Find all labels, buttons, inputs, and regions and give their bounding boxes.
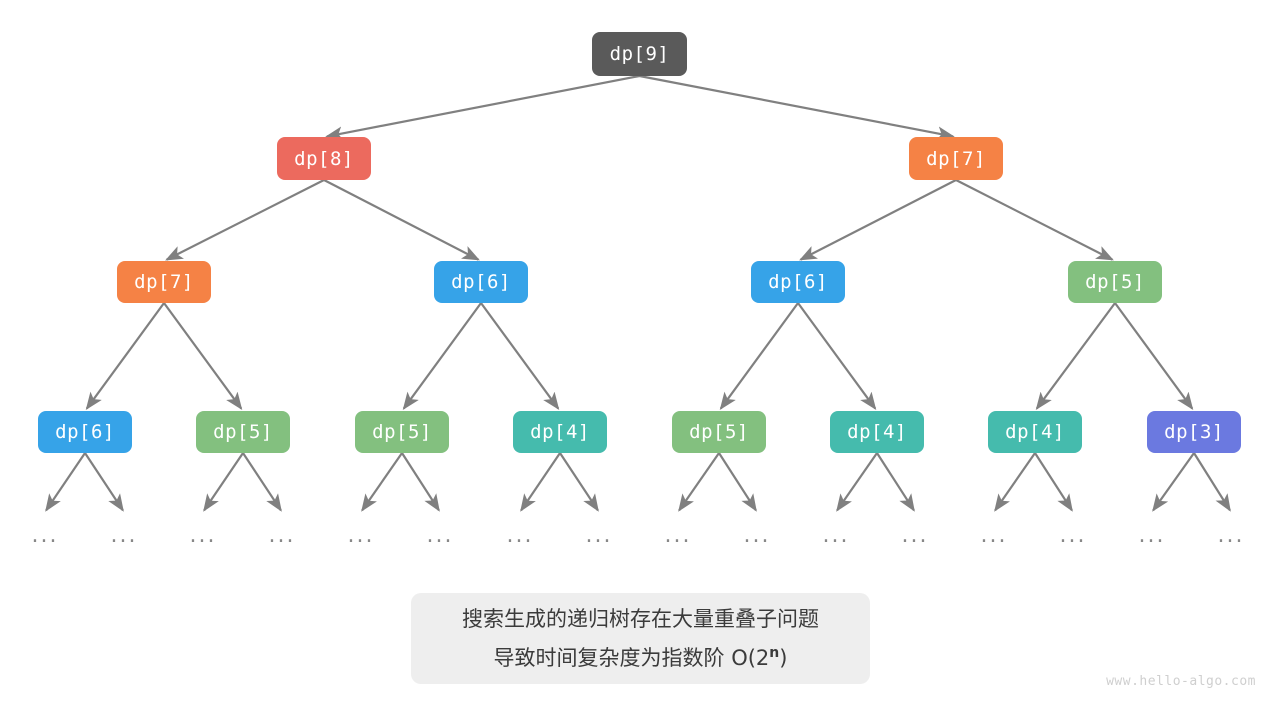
tree-leaf-edge bbox=[361, 452, 403, 512]
tree-node-n2: dp[7] bbox=[909, 137, 1003, 180]
tree-node-label: dp[4] bbox=[1005, 421, 1065, 443]
tree-edge bbox=[480, 302, 560, 410]
tree-node-label: dp[4] bbox=[530, 421, 590, 443]
caption-line-2: 导致时间复杂度为指数阶 O(2n) bbox=[494, 636, 788, 675]
tree-leaf-edge bbox=[1034, 452, 1073, 512]
caption-line-1: 搜索生成的递归树存在大量重叠子问题 bbox=[462, 607, 819, 631]
ellipsis-marker: ... bbox=[110, 523, 138, 548]
ellipsis-marker: ... bbox=[901, 523, 929, 548]
tree-leaf-edge bbox=[203, 452, 244, 512]
tree-node-label: dp[6] bbox=[55, 421, 115, 443]
tree-node-n11: dp[5] bbox=[672, 411, 766, 453]
ellipsis-marker: ... bbox=[189, 523, 217, 548]
tree-leaf-edge bbox=[678, 452, 720, 512]
tree-node-label: dp[9] bbox=[609, 43, 670, 65]
tree-leaf-edge bbox=[559, 452, 599, 512]
tree-leaf-edge bbox=[718, 452, 757, 512]
ellipsis-marker: ... bbox=[664, 523, 692, 548]
tree-edge bbox=[85, 302, 165, 410]
tree-edge bbox=[719, 302, 799, 410]
tree-node-label: dp[5] bbox=[1085, 271, 1145, 293]
tree-leaf-edge bbox=[994, 452, 1036, 512]
tree-node-n8: dp[5] bbox=[196, 411, 290, 453]
tree-leaf-edge bbox=[1152, 452, 1195, 512]
tree-node-label: dp[6] bbox=[451, 271, 511, 293]
tree-node-label: dp[3] bbox=[1164, 421, 1224, 443]
tree-node-n9: dp[5] bbox=[355, 411, 449, 453]
ellipsis-marker: ... bbox=[426, 523, 454, 548]
tree-edge bbox=[799, 179, 957, 261]
tree-leaf-edge bbox=[520, 452, 561, 512]
tree-node-n14: dp[3] bbox=[1147, 411, 1241, 453]
caption-line-2-prefix: 导致时间复杂度为指数阶 O(2 bbox=[493, 646, 770, 670]
tree-node-label: dp[4] bbox=[847, 421, 907, 443]
ellipsis-marker: ... bbox=[1138, 523, 1166, 548]
tree-node-label: dp[5] bbox=[689, 421, 749, 443]
tree-leaf-edge bbox=[401, 452, 440, 512]
tree-edge bbox=[1114, 302, 1194, 410]
tree-node-n10: dp[4] bbox=[513, 411, 607, 453]
tree-leaf-edge bbox=[1193, 452, 1231, 512]
tree-edge bbox=[955, 179, 1114, 261]
ellipsis-marker: ... bbox=[980, 523, 1008, 548]
tree-node-n13: dp[4] bbox=[988, 411, 1082, 453]
tree-edge bbox=[797, 302, 877, 410]
tree-node-label: dp[5] bbox=[372, 421, 432, 443]
tree-edge bbox=[323, 179, 480, 261]
tree-node-label: dp[5] bbox=[213, 421, 273, 443]
ellipsis-marker: ... bbox=[585, 523, 613, 548]
caption-line-2-suffix: ) bbox=[779, 646, 788, 670]
tree-node-n1: dp[8] bbox=[277, 137, 371, 180]
tree-edge bbox=[163, 302, 243, 410]
ellipsis-marker: ... bbox=[347, 523, 375, 548]
tree-node-n4: dp[6] bbox=[434, 261, 528, 303]
tree-node-n6: dp[5] bbox=[1068, 261, 1162, 303]
watermark: www.hello-algo.com bbox=[1106, 674, 1256, 689]
tree-edge bbox=[165, 179, 325, 261]
caption-box: 搜索生成的递归树存在大量重叠子问题 导致时间复杂度为指数阶 O(2n) bbox=[411, 593, 870, 684]
tree-leaf-edge bbox=[242, 452, 282, 512]
tree-leaf-edge bbox=[836, 452, 878, 512]
ellipsis-marker: ... bbox=[31, 523, 59, 548]
tree-node-label: dp[6] bbox=[768, 271, 828, 293]
tree-node-n12: dp[4] bbox=[830, 411, 924, 453]
caption-exponent: n bbox=[769, 645, 780, 661]
tree-node-label: dp[7] bbox=[134, 271, 194, 293]
tree-edge bbox=[402, 302, 482, 410]
ellipsis-marker: ... bbox=[743, 523, 771, 548]
tree-node-n7: dp[6] bbox=[38, 411, 132, 453]
tree-node-n0: dp[9] bbox=[592, 32, 687, 76]
ellipsis-marker: ... bbox=[1059, 523, 1087, 548]
tree-node-n3: dp[7] bbox=[117, 261, 211, 303]
tree-node-n5: dp[6] bbox=[751, 261, 845, 303]
tree-edge bbox=[1035, 302, 1116, 411]
tree-leaf-edge bbox=[876, 452, 915, 512]
ellipsis-marker: ... bbox=[268, 523, 296, 548]
tree-leaf-edge bbox=[84, 452, 124, 512]
ellipsis-marker: ... bbox=[506, 523, 534, 548]
ellipsis-marker: ... bbox=[1217, 523, 1245, 548]
tree-edge bbox=[639, 74, 955, 141]
tree-edge bbox=[325, 74, 640, 141]
ellipsis-marker: ... bbox=[822, 523, 850, 548]
tree-node-label: dp[8] bbox=[294, 147, 354, 170]
tree-node-label: dp[7] bbox=[926, 147, 986, 170]
tree-leaf-edge bbox=[45, 452, 86, 512]
